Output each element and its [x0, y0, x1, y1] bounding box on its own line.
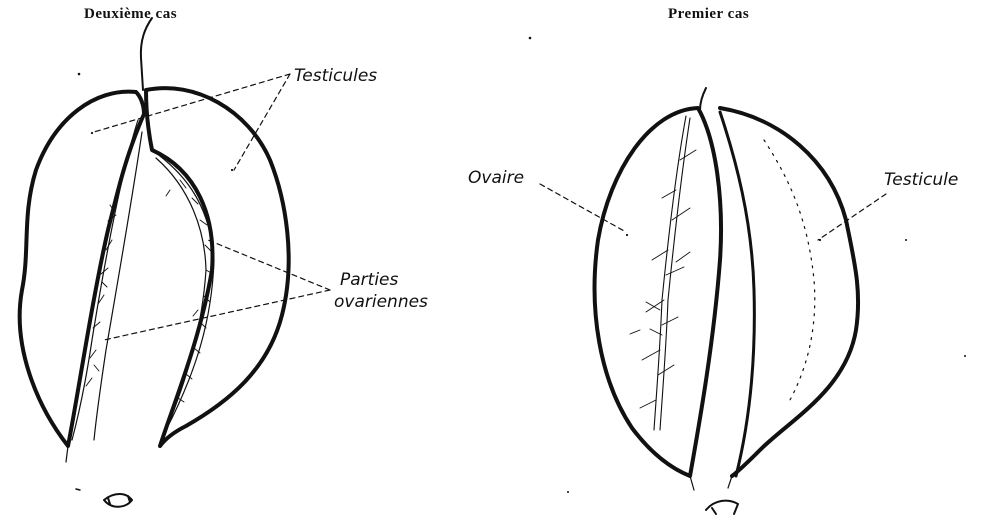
left-lobe-outline [20, 92, 144, 446]
leader-testicule [818, 194, 886, 240]
left-strip-veins [86, 190, 120, 386]
leader-testicules [94, 74, 290, 170]
stray-dot [91, 132, 93, 134]
left-panel-title: Deuxième cas [84, 6, 177, 23]
left-stalk [141, 18, 152, 90]
ovary-vein [654, 116, 690, 430]
ovary-lobe-outline [595, 108, 721, 476]
stray-dot [231, 169, 233, 171]
label-ovaire: Ovaire [468, 168, 524, 188]
stray-dot [529, 37, 532, 40]
leader-parties [104, 240, 330, 340]
right-base-tail [690, 476, 732, 490]
left-specimen [20, 18, 330, 507]
stray-dot [567, 491, 569, 493]
right-stalk [700, 88, 706, 110]
left-base-tail [66, 446, 68, 462]
stray-dot [905, 239, 907, 241]
right-ovarian-strip [152, 150, 214, 430]
right-lobe-outline [146, 88, 289, 446]
lobe-divider [720, 112, 754, 476]
label-parties: Parties [340, 270, 398, 290]
left-base-ring [104, 494, 132, 507]
stray-dot [78, 73, 81, 76]
left-base-tick [76, 489, 80, 490]
stray-dot [626, 234, 628, 236]
label-testicule: Testicule [884, 170, 958, 190]
label-ovariennes: ovariennes [334, 292, 428, 312]
right-panel-title: Premier cas [668, 6, 749, 23]
left-ovarian-strip [72, 120, 142, 440]
testicule-dotted-line [764, 140, 815, 400]
stray-dot [964, 355, 966, 357]
ovary-branch-veins [630, 150, 696, 408]
right-specimen [529, 37, 966, 514]
right-base-ring [706, 501, 738, 514]
label-testicules: Testicules [294, 66, 377, 86]
testicule-lobe-outline [720, 108, 858, 476]
